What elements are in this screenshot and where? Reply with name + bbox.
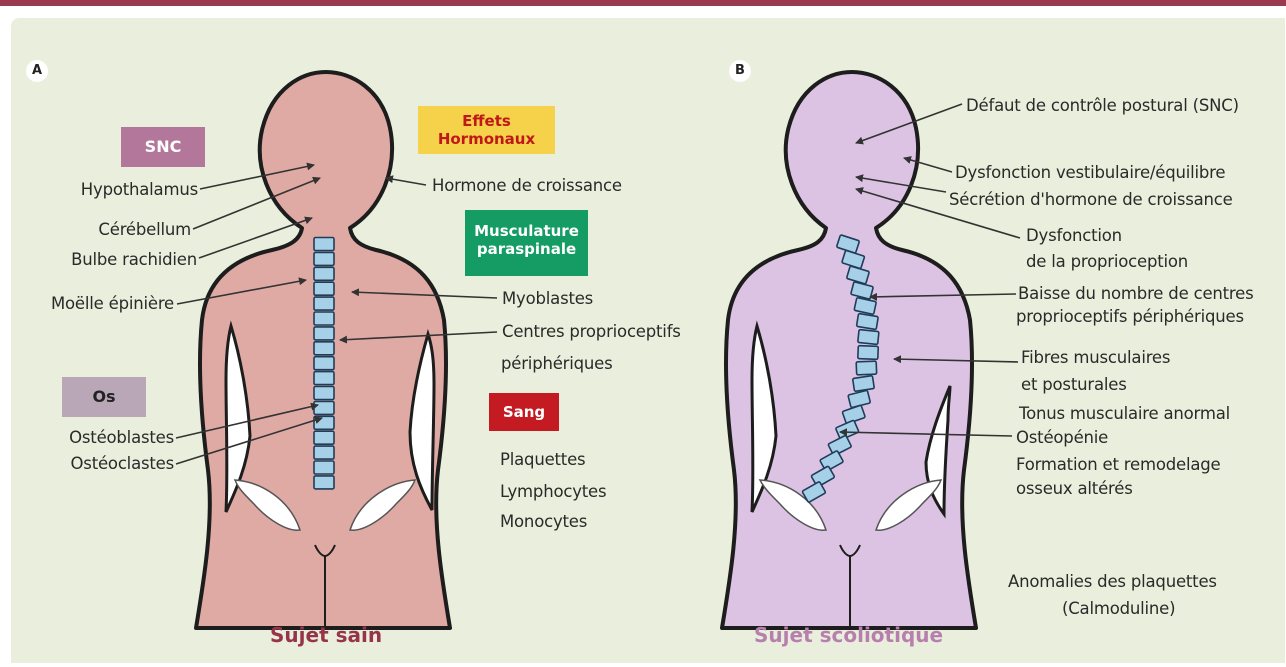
spine-healthy [314, 238, 334, 489]
caption-sujet-scoliotique: Sujet scoliotique [754, 623, 943, 647]
label-monocytes: Monocytes [500, 512, 587, 532]
vertebra [314, 297, 334, 310]
tag-os-text: Os [92, 387, 115, 406]
label-tonus-musculaire: Tonus musculaire anormal [1019, 404, 1230, 424]
vertebra [314, 401, 334, 414]
vertebra [856, 361, 877, 375]
tag-os: Os [62, 377, 146, 417]
vertebra [314, 461, 334, 474]
tag-sang-text: Sang [503, 403, 545, 421]
vertebra [858, 346, 879, 360]
panel-letter-a: A [26, 60, 48, 82]
label-hormone-croissance: Hormone de croissance [432, 176, 622, 196]
label-osteopenie: Ostéopénie [1016, 428, 1108, 448]
vertebra [856, 313, 878, 329]
tag-effets-line1: Effets [418, 112, 555, 130]
vertebra [314, 312, 334, 325]
tag-sang: Sang [489, 393, 559, 431]
label-centres-proprioceptifs: Centres proprioceptifs [502, 322, 681, 342]
vertebra [314, 476, 334, 489]
body-silhouette-scoliotic [722, 72, 976, 628]
vertebra [314, 238, 334, 251]
label-secretion-hormone: Sécrétion d'hormone de croissance [949, 190, 1233, 210]
vertebra [314, 357, 334, 370]
vertebra [314, 282, 334, 295]
label-osteoclastes: Ostéoclastes [71, 454, 174, 474]
label-cerebellum: Cérébellum [98, 220, 191, 240]
tag-musc-line2: paraspinale [465, 240, 588, 258]
label-bulbe-rachidien: Bulbe rachidien [71, 250, 197, 270]
label-dysfonction: Dysfonction [1026, 226, 1122, 246]
label-proprioceptifs-peripheriques: proprioceptifs périphériques [1016, 307, 1244, 327]
label-hypothalamus: Hypothalamus [81, 180, 198, 200]
label-et-posturales: et posturales [1021, 375, 1127, 395]
vertebra [314, 387, 334, 400]
vertebra [314, 252, 334, 265]
vertebra [314, 372, 334, 385]
label-fibres-musculaires: Fibres musculaires [1021, 348, 1170, 368]
label-de-la-proprioception: de la proprioception [1026, 252, 1188, 272]
vertebra [314, 267, 334, 280]
label-baisse-nombre-centres: Baisse du nombre de centres [1018, 284, 1254, 304]
vertebra [314, 431, 334, 444]
label-moelle-epiniere: Moëlle épinière [51, 294, 174, 314]
vertebra [853, 376, 875, 392]
vertebra [314, 416, 334, 429]
label-formation-remodelage: Formation et remodelage [1016, 455, 1220, 475]
label-peripheriques: périphériques [501, 354, 613, 374]
vertebra [314, 446, 334, 459]
tag-musculature: Musculature paraspinale [465, 210, 588, 276]
label-osteoblastes: Ostéoblastes [69, 428, 174, 448]
label-calmoduline: (Calmoduline) [1062, 599, 1175, 619]
vertebra [314, 342, 334, 355]
label-myoblastes: Myoblastes [502, 289, 593, 309]
panel-letter-b: B [729, 60, 751, 82]
label-dysfonction-vestibulaire: Dysfonction vestibulaire/équilibre [955, 163, 1225, 183]
label-anomalies-plaquettes: Anomalies des plaquettes [1008, 572, 1217, 592]
tag-snc: SNC [121, 127, 205, 167]
tag-musc-line1: Musculature [465, 222, 588, 240]
tag-effets-line2: Hormonaux [418, 130, 555, 148]
label-lymphocytes: Lymphocytes [500, 482, 606, 502]
label-osseux-alteres: osseux altérés [1016, 479, 1133, 499]
label-defaut-controle-postural: Défaut de contrôle postural (SNC) [966, 96, 1239, 116]
caption-sujet-sain: Sujet sain [270, 623, 382, 647]
vertebra [314, 327, 334, 340]
label-plaquettes: Plaquettes [500, 450, 585, 470]
tag-snc-text: SNC [145, 137, 182, 156]
vertebra [858, 330, 879, 345]
tag-effets-hormonaux: Effets Hormonaux [418, 106, 555, 154]
